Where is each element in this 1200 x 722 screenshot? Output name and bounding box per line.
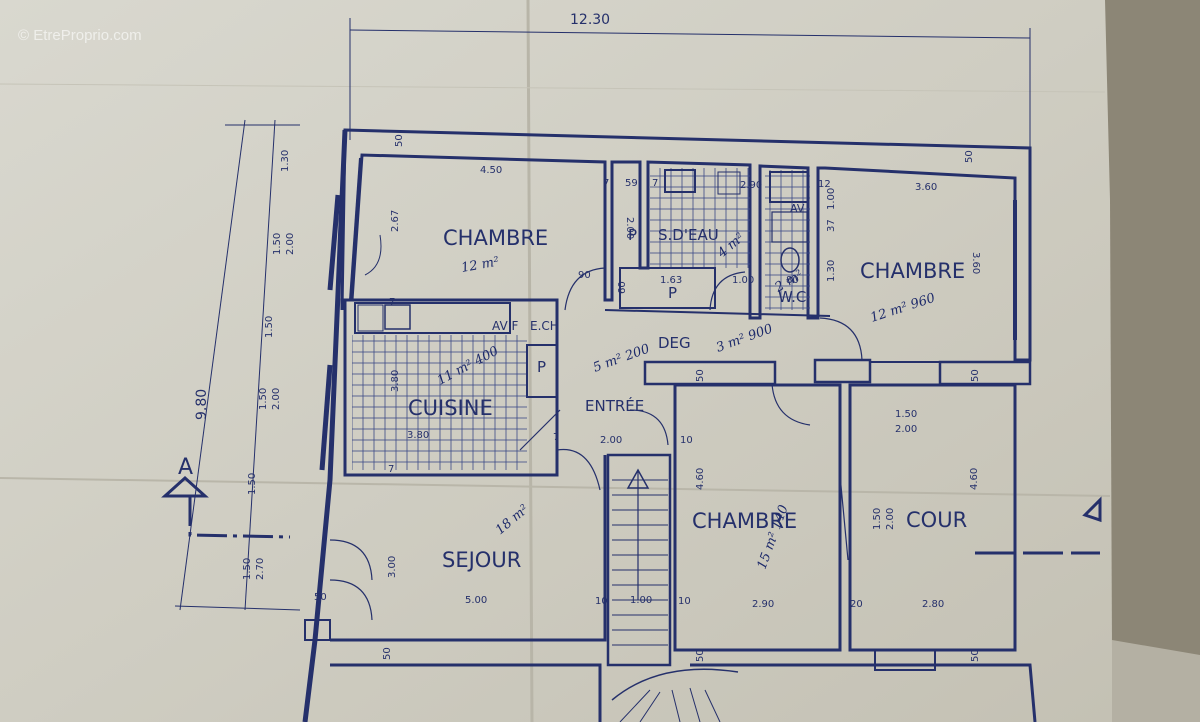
appliance-label-ech: E.CH (530, 319, 559, 333)
dim-label: 80 (786, 275, 799, 286)
dim-label: 50 (970, 649, 981, 662)
dim-label: 3.00 (387, 556, 398, 578)
dim-label: 50 (314, 592, 327, 603)
room-label-sejour: SEJOUR (442, 548, 521, 572)
dim-label: 50 (964, 150, 975, 163)
dim-label: 60 (617, 281, 628, 294)
dim-label: 10 (678, 596, 691, 607)
dim-label: 5.00 (465, 595, 487, 606)
dim-label: 2.00 (285, 233, 296, 255)
dim-overall-width: 12.30 (570, 12, 610, 28)
cupboard-label-3: P (537, 358, 546, 376)
dim-label: 2.80 (922, 599, 944, 610)
dim-label: 7 (388, 464, 394, 475)
dim-label: 50 (695, 649, 706, 662)
dim-label: 1.00 (630, 595, 652, 606)
dim-label: 90 (578, 270, 591, 281)
dim-label: 3.80 (407, 430, 429, 441)
dim-label: 3.60 (915, 182, 937, 193)
dim-label: 2.00 (885, 508, 896, 530)
dim-label: 7 (389, 297, 395, 308)
dim-label: 1.00 (826, 188, 837, 210)
dim-label: 10 (595, 596, 608, 607)
room-label-cour: COUR (906, 508, 967, 532)
section-marker-label: A (178, 455, 193, 480)
dim-label: 2.00 (271, 388, 282, 410)
dim-label: 50 (382, 647, 393, 660)
cupboard-label-1: P (628, 226, 637, 244)
room-label-deg: DEG (658, 334, 691, 352)
dim-label: 2.90 (752, 599, 774, 610)
dim-label: 7 (652, 178, 658, 189)
dim-label: 4.60 (695, 468, 706, 490)
room-label-chambre-nw: CHAMBRE (443, 226, 548, 250)
dim-label: 3.60 (970, 252, 981, 274)
room-label-chambre-ne: CHAMBRE (860, 259, 965, 283)
dim-label: 50 (695, 369, 706, 382)
room-label-cuisine: CUISINE (408, 396, 493, 420)
dim-label: 12 (818, 179, 831, 190)
dim-label: 2.67 (390, 210, 401, 232)
dim-label: 1.50 (258, 388, 269, 410)
dim-overall-height: 9.80 (194, 389, 210, 420)
dim-label: 10 (680, 435, 693, 446)
dim-label: 1.63 (660, 275, 682, 286)
dim-label: 2.00 (600, 435, 622, 446)
appliance-label-av: AV (790, 202, 805, 215)
dim-label: 1.50 (247, 473, 258, 495)
room-label-wc: W.C (778, 288, 806, 306)
dim-label: 3.80 (390, 370, 401, 392)
handwritten-area-chambre-nw: 12 m² (460, 255, 500, 276)
room-label-entree: ENTRÉE (585, 396, 644, 415)
dim-label: 1.00 (732, 275, 754, 286)
room-label-sdeau: S.D'EAU (658, 226, 719, 244)
dim-label: 2.00 (895, 424, 917, 435)
dim-label: 1.50 (264, 316, 275, 338)
dim-label: 4.50 (480, 165, 502, 176)
dim-label: 1.50 (895, 409, 917, 420)
dim-label: 37 (826, 219, 837, 232)
dim-label: 50 (394, 134, 405, 147)
dim-label: 7 (603, 178, 609, 189)
dim-label: 4.60 (969, 468, 980, 490)
dim-label: 1.50 (872, 508, 883, 530)
cupboard-label-2: P (668, 284, 677, 302)
dim-label: 50 (970, 369, 981, 382)
dim-label: 1.30 (826, 260, 837, 282)
watermark-text: © EtreProprio.com (18, 27, 142, 44)
dim-label: 20 (850, 599, 863, 610)
room-label-chambre-s: CHAMBRE (692, 509, 797, 533)
dim-label: 2.90 (740, 180, 762, 191)
dim-label: 2.00 (624, 217, 635, 239)
dim-label: 2.70 (255, 558, 266, 580)
dim-label: 7 (553, 432, 559, 443)
dim-label: 1.30 (280, 150, 291, 172)
plan-drawing (161, 18, 1102, 722)
dim-label: 59 (625, 178, 638, 189)
dim-label: 1.50 (272, 233, 283, 255)
appliance-label-avf: AV F (492, 319, 518, 333)
dim-label: 1.50 (242, 558, 253, 580)
